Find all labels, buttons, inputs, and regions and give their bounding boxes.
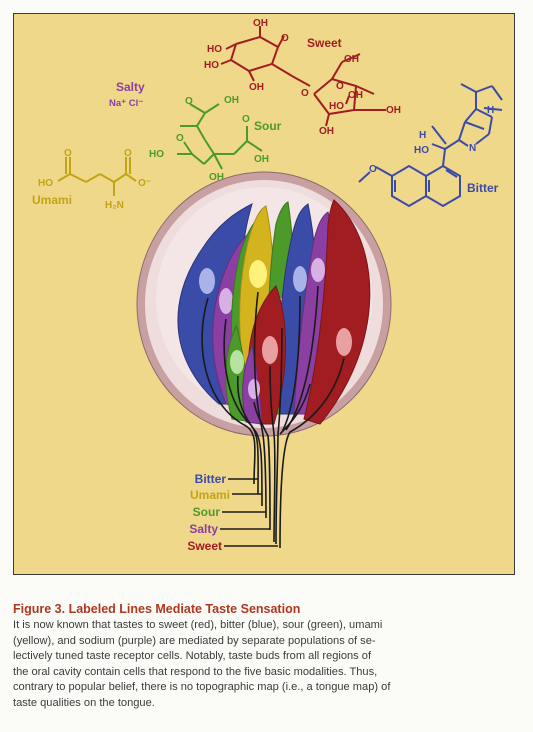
caption-body: It is now known that tastes to sweet (re… [13,618,521,712]
bitter-atom: N [469,143,476,154]
bitter-line-label: Bitter [195,472,227,486]
sweet-atom: OH [348,90,363,101]
sweet-atom: OH [253,18,268,29]
umami-atom: O⁻ [138,178,151,189]
bitter-atom: H [419,130,426,141]
sweet-atom: HO [329,101,344,112]
sour-atom: OH [224,95,239,106]
caption-line: It is now known that tastes to sweet (re… [13,619,383,631]
sweet-atom: HO [204,60,219,71]
cell-nucleus [199,268,215,294]
sweet-molecule [220,26,386,127]
umami-line-label: Umami [190,488,230,502]
bitter-atom: H [487,105,494,116]
cell-nucleus [230,350,244,374]
sweet-atom: OH [319,126,334,137]
umami-atom: H₂N [105,200,124,211]
umami-label: Umami [32,193,72,207]
cell-nucleus [293,266,307,292]
caption-line: contrary to popular belief, there is no … [13,681,391,694]
cell-nucleus [248,379,260,399]
caption-line: the oral cavity contain cells that respo… [13,665,378,678]
umami-atom: HO [38,178,53,189]
sour-atom: OH [209,172,224,183]
caption-line: lectively tuned taste receptor cells. No… [13,650,372,663]
bitter-label: Bitter [467,181,499,195]
umami-atom: O [124,148,132,159]
salty-formula: Na⁺ Cl⁻ [109,98,143,109]
cell-nucleus [249,260,267,288]
sweet-label: Sweet [307,36,342,50]
sweet-atom: O [301,88,309,99]
nerve-fibers [201,285,345,549]
figure-panel: OH HO HO OH O O OH O OH HO OH OH Sweet S… [13,13,515,575]
cell-nucleus [311,258,325,282]
sweet-atom: OH [386,105,401,116]
receptor-cells [177,199,371,425]
salty-line-label: Salty [189,522,218,536]
sour-molecule [177,103,263,170]
caption-title: Figure 3. Labeled Lines Mediate Taste Se… [13,602,301,616]
bitter-atom: HO [414,145,429,156]
cell-nucleus [219,288,233,314]
sweet-atom: O [281,33,289,44]
sweet-atom: OH [249,82,264,93]
sweet-atom: O [336,81,344,92]
sour-atom: O [185,96,193,107]
caption-line: (yellow), and sodium (purple) are mediat… [13,634,376,647]
sour-line-label: Sour [193,505,221,519]
caption-line: taste qualities on the tongue. [13,696,155,709]
cell-nucleus [262,336,278,364]
taste-diagram: OH HO HO OH O O OH O OH HO OH OH Sweet S… [32,18,503,553]
umami-molecule [57,157,137,196]
sweet-atom: HO [207,44,222,55]
sweet-line-label: Sweet [187,539,222,553]
sweet-cell [303,199,371,425]
sour-atom: HO [149,149,164,160]
figure-caption: Figure 3. Labeled Lines Mediate Taste Se… [13,602,521,712]
salty-label: Salty [116,80,145,94]
umami-atom: O [64,148,72,159]
taste-line-labels: Bitter Umami Sour Salty Sweet [187,472,278,553]
sour-atom: O [242,114,250,125]
bitter-molecule [358,83,503,208]
cell-nucleus [336,328,352,356]
sour-atom: OH [254,154,269,165]
sour-label: Sour [254,119,282,133]
bitter-atom: O [369,164,377,175]
sweet-atom: OH [344,54,359,65]
sour-atom: O [176,133,184,144]
